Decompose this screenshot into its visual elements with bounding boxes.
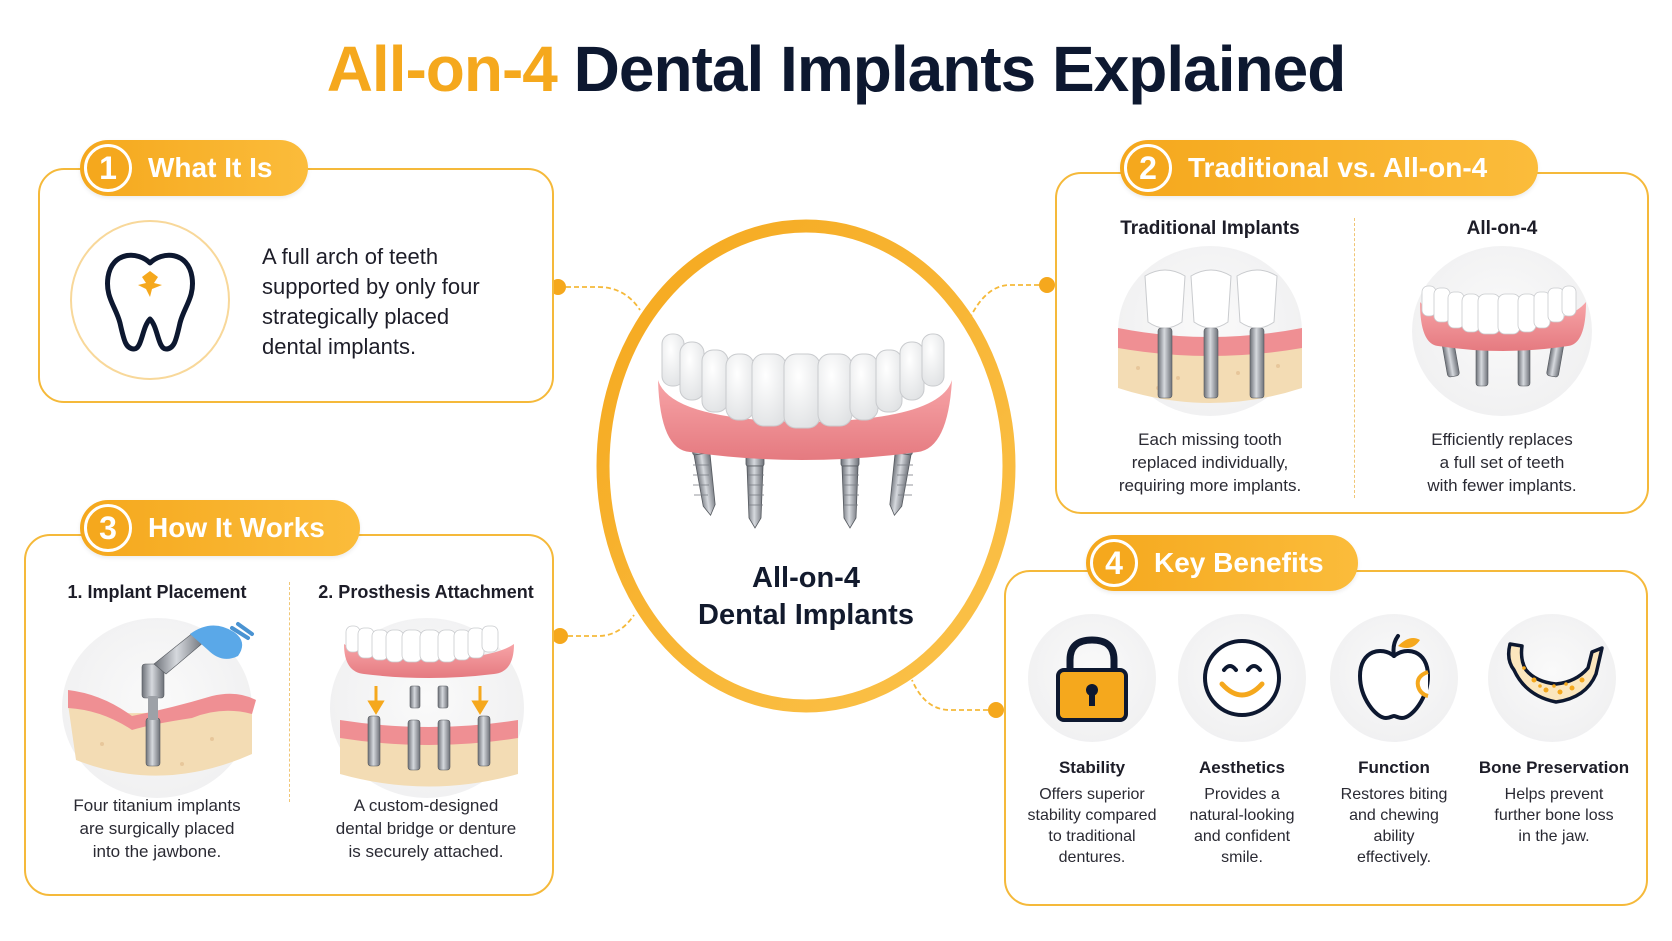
benefit-caption-function: Restores biting and chewing ability effe… (1314, 784, 1474, 868)
section-3-number: 3 (84, 504, 132, 552)
all-on-4-denture-illustration (658, 333, 952, 529)
center-label-line2: Dental Implants (698, 599, 914, 631)
section-1-title: What It Is (148, 152, 273, 183)
benefit-caption-line: natural-looking (1189, 807, 1295, 824)
lock-icon (1056, 636, 1128, 722)
benefit-caption-line: Restores biting (1340, 786, 1448, 803)
traditional-caption-line: replaced individually, (1131, 453, 1289, 472)
compare-divider (1354, 218, 1355, 498)
traditional-heading: Traditional Implants (1120, 218, 1300, 239)
prosthesis-attachment-illustration (340, 625, 518, 787)
benefit-caption-aesthetics: Provides a natural-looking and confident… (1162, 784, 1322, 868)
benefit-caption-line: to traditional (1048, 828, 1136, 845)
step1-caption-line: into the jawbone. (92, 842, 222, 861)
benefit-title-function: Function (1358, 758, 1430, 777)
title-accent: All-on-4 (326, 33, 558, 105)
traditional-caption: Each missing tooth replaced individually… (1090, 428, 1330, 497)
traditional-caption-line: Each missing tooth (1138, 430, 1282, 449)
section-4-header: 4 Key Benefits (1086, 535, 1358, 591)
step2-caption-line: A custom-designed (353, 796, 499, 815)
section-4-title: Key Benefits (1154, 547, 1324, 578)
section-1-header: 1 What It Is (80, 140, 308, 196)
benefit-caption-line: smile. (1221, 849, 1263, 866)
tooth-icon (104, 252, 196, 352)
what-text-line: supported by only four (262, 274, 480, 299)
page-title: All-on-4 Dental Implants Explained (0, 34, 1672, 104)
step2-caption: A custom-designed dental bridge or dentu… (306, 794, 546, 863)
jawbone-icon (1506, 642, 1604, 704)
benefit-caption-line: Offers superior (1039, 786, 1145, 803)
benefit-caption-stability: Offers superior stability compared to tr… (1012, 784, 1172, 868)
step2-caption-line: is securely attached. (348, 842, 504, 861)
benefit-caption-line: and confident (1193, 828, 1291, 845)
benefit-caption-line: stability compared (1027, 807, 1157, 824)
all-on-4-caption-line: with fewer implants. (1427, 476, 1577, 495)
step1-caption-line: are surgically placed (79, 819, 235, 838)
implant-placement-illustration (68, 622, 256, 776)
section-1-number: 1 (84, 144, 132, 192)
benefit-caption-line: Helps prevent (1504, 786, 1604, 803)
step2-caption-line: dental bridge or denture (335, 819, 517, 838)
center-label-line1: All-on-4 (752, 562, 860, 594)
tooth-icon-disc (70, 220, 230, 380)
what-description: A full arch of teeth supported by only f… (262, 242, 532, 362)
benefit-caption-line: further bone loss (1494, 807, 1614, 824)
section-3-title: How It Works (148, 512, 325, 543)
all-on-4-heading: All-on-4 (1466, 218, 1538, 239)
step1-caption: Four titanium implants are surgically pl… (42, 794, 272, 863)
benefit-title-bone-preservation: Bone Preservation (1478, 758, 1630, 777)
smiley-icon (1203, 639, 1281, 717)
section-2-number: 2 (1124, 144, 1172, 192)
what-text-line: dental implants. (262, 334, 417, 359)
traditional-implants-illustration (1118, 269, 1302, 403)
section-3-header: 3 How It Works (80, 500, 360, 556)
section-4-number: 4 (1090, 539, 1138, 587)
what-text-line: strategically placed (262, 304, 450, 329)
all-on-4-caption-line: a full set of teeth (1439, 453, 1565, 472)
what-text-line: A full arch of teeth (262, 244, 439, 269)
benefit-caption-line: and chewing (1349, 807, 1439, 824)
step2-heading: 2. Prosthesis Attachment (318, 582, 534, 602)
benefit-caption-line: ability (1373, 828, 1415, 845)
traditional-caption-line: requiring more implants. (1118, 476, 1302, 495)
all-on-4-caption-line: Efficiently replaces (1431, 430, 1573, 449)
section-2-title: Traditional vs. All-on-4 (1188, 152, 1488, 183)
section-2-header: 2 Traditional vs. All-on-4 (1120, 140, 1538, 196)
benefit-title-stability: Stability (1058, 758, 1126, 777)
title-main: Dental Implants Explained (573, 33, 1347, 105)
benefit-caption-line: in the jaw. (1518, 828, 1590, 845)
benefit-title-aesthetics: Aesthetics (1199, 758, 1285, 777)
all-on-4-small-illustration (1420, 285, 1586, 387)
all-on-4-caption: Efficiently replaces a full set of teeth… (1392, 428, 1612, 497)
benefit-caption-line: Provides a (1204, 786, 1280, 803)
steps-divider (289, 582, 290, 802)
step1-heading: 1. Implant Placement (67, 582, 247, 602)
benefit-caption-bone-preservation: Helps prevent further bone loss in the j… (1468, 784, 1640, 847)
center-label: All-on-4 Dental Implants (656, 560, 956, 634)
step1-caption-line: Four titanium implants (73, 796, 241, 815)
benefit-caption-line: dentures. (1058, 849, 1126, 866)
benefit-caption-line: effectively. (1356, 849, 1432, 866)
apple-icon (1358, 634, 1430, 720)
